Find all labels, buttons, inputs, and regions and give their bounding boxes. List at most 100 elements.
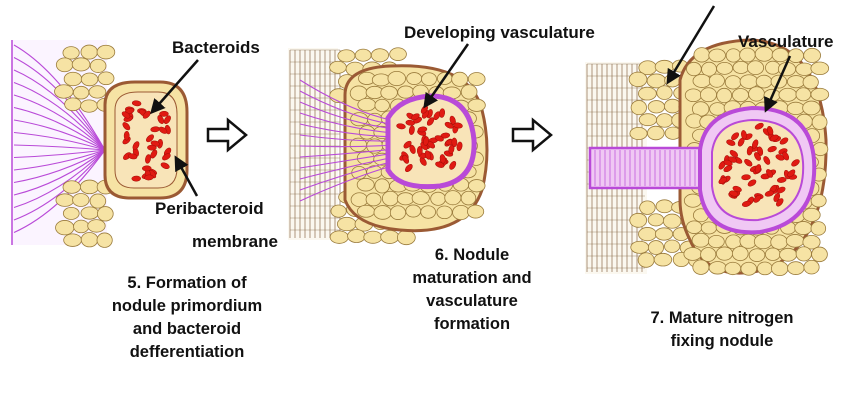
caption-stage-6-line-4: formation — [372, 313, 572, 336]
cortex-cell — [355, 49, 371, 61]
caption-stage-5-line-4: defferentiation — [62, 341, 312, 364]
cortex-cell — [359, 126, 375, 140]
cortex-cell — [638, 87, 656, 100]
cortex-cell — [461, 85, 477, 99]
cortex-cell — [664, 240, 679, 253]
cortex-cell — [811, 222, 826, 236]
stage-6-nodule-maturation — [288, 48, 487, 245]
caption-stage-5-line-1: 5. Formation of — [62, 272, 312, 295]
cortex-cell — [73, 194, 89, 207]
cortex-cell — [708, 235, 724, 247]
cortex-cell — [803, 101, 821, 115]
cortex-cell — [771, 261, 788, 275]
cortex-cell — [655, 228, 672, 240]
cortex-cell — [381, 86, 398, 99]
cortex-cell — [330, 61, 347, 73]
cortex-cell — [732, 246, 748, 260]
bacteroid — [417, 146, 422, 155]
cortex-cell — [337, 217, 356, 230]
cortex-cell — [351, 193, 368, 207]
caption-stage-5: 5. Formation of nodule primordium and ba… — [62, 272, 312, 364]
caption-stage-7-line-1: 7. Mature nitrogen — [612, 307, 832, 330]
cortex-cell — [804, 260, 819, 274]
cortex-cell — [65, 98, 82, 111]
cortex-cell — [90, 194, 106, 208]
cortex-cell — [357, 178, 374, 191]
cortex-cell — [388, 71, 406, 85]
cortex-cell — [709, 262, 726, 275]
cortex-cell — [812, 115, 827, 130]
cortex-cell — [663, 214, 681, 228]
bacteroid — [124, 131, 129, 140]
cortex-cell — [749, 87, 765, 101]
cortex-cell — [657, 86, 672, 100]
cortex-cell — [437, 206, 452, 219]
cortex-cell — [648, 241, 663, 255]
cortex-cell — [452, 72, 468, 86]
cortex-cell — [374, 206, 391, 220]
cortex-cell — [796, 63, 813, 75]
cortex-cell — [788, 262, 805, 275]
root-stele — [288, 48, 338, 240]
cortex-cell — [56, 220, 74, 234]
cortex-cell — [709, 49, 726, 62]
cortex-cell — [64, 72, 82, 86]
cortex-cell — [811, 194, 826, 206]
cortex-cell — [63, 181, 81, 194]
cortex-cell — [97, 207, 113, 221]
cortex-cell — [765, 61, 780, 74]
cortex-cell — [431, 192, 446, 205]
cortex-cell — [780, 248, 797, 261]
cortex-cell — [74, 220, 89, 233]
cortex-cell — [665, 127, 681, 139]
cortex-cell — [422, 73, 437, 86]
cortex-cell — [693, 74, 711, 87]
cortex-cell — [796, 247, 811, 261]
cortex-cell — [88, 220, 106, 233]
cortex-cell — [656, 114, 672, 128]
cortex-cell — [97, 233, 112, 247]
cortex-cell — [81, 232, 98, 246]
cortex-cell — [654, 253, 672, 266]
cortex-cell — [357, 205, 374, 217]
cortex-cell — [656, 200, 673, 213]
cortex-cell — [397, 193, 414, 205]
cortex-cell — [786, 234, 804, 247]
cortex-cell — [631, 100, 646, 114]
cortex-cell — [765, 248, 780, 261]
label-vasculature: Vasculature — [738, 31, 833, 52]
cortex-cell — [701, 248, 716, 262]
cortex-cell — [98, 72, 114, 85]
cortex-cell — [779, 88, 797, 101]
cortex-cell — [468, 73, 485, 86]
cortex-cell — [803, 208, 820, 221]
cortex-cell — [631, 241, 649, 253]
cortex-cell — [694, 48, 710, 62]
cortex-cell — [803, 75, 818, 89]
cortex-cell — [73, 86, 89, 99]
cortex-cell — [397, 230, 415, 244]
caption-stage-7-line-2: fixing nodule — [612, 330, 832, 353]
cortex-cell — [398, 86, 414, 98]
caption-stage-6-line-1: 6. Nodule — [372, 244, 572, 267]
cortex-cell — [701, 222, 716, 234]
stage-7-mature-nodule — [585, 40, 829, 276]
label-developing-vasculature: Developing vasculature — [404, 22, 595, 43]
cortex-cell — [412, 192, 429, 205]
cortex-cell — [749, 249, 765, 262]
cortex-cell — [81, 100, 98, 112]
cortex-cell — [684, 194, 701, 207]
cortex-cell — [453, 205, 470, 219]
cortex-cell — [64, 234, 82, 247]
cortex-cell — [700, 88, 716, 102]
cortex-cell — [81, 45, 97, 59]
cortex-cell — [630, 127, 647, 139]
cortex-cell — [756, 75, 772, 88]
bacteroid — [144, 174, 153, 180]
caption-stage-5-line-3: and bacteroid — [62, 318, 312, 341]
cortex-cell — [81, 73, 98, 86]
cortex-cell — [796, 88, 811, 101]
cortex-cell — [717, 88, 732, 102]
cortex-cell — [629, 72, 647, 87]
